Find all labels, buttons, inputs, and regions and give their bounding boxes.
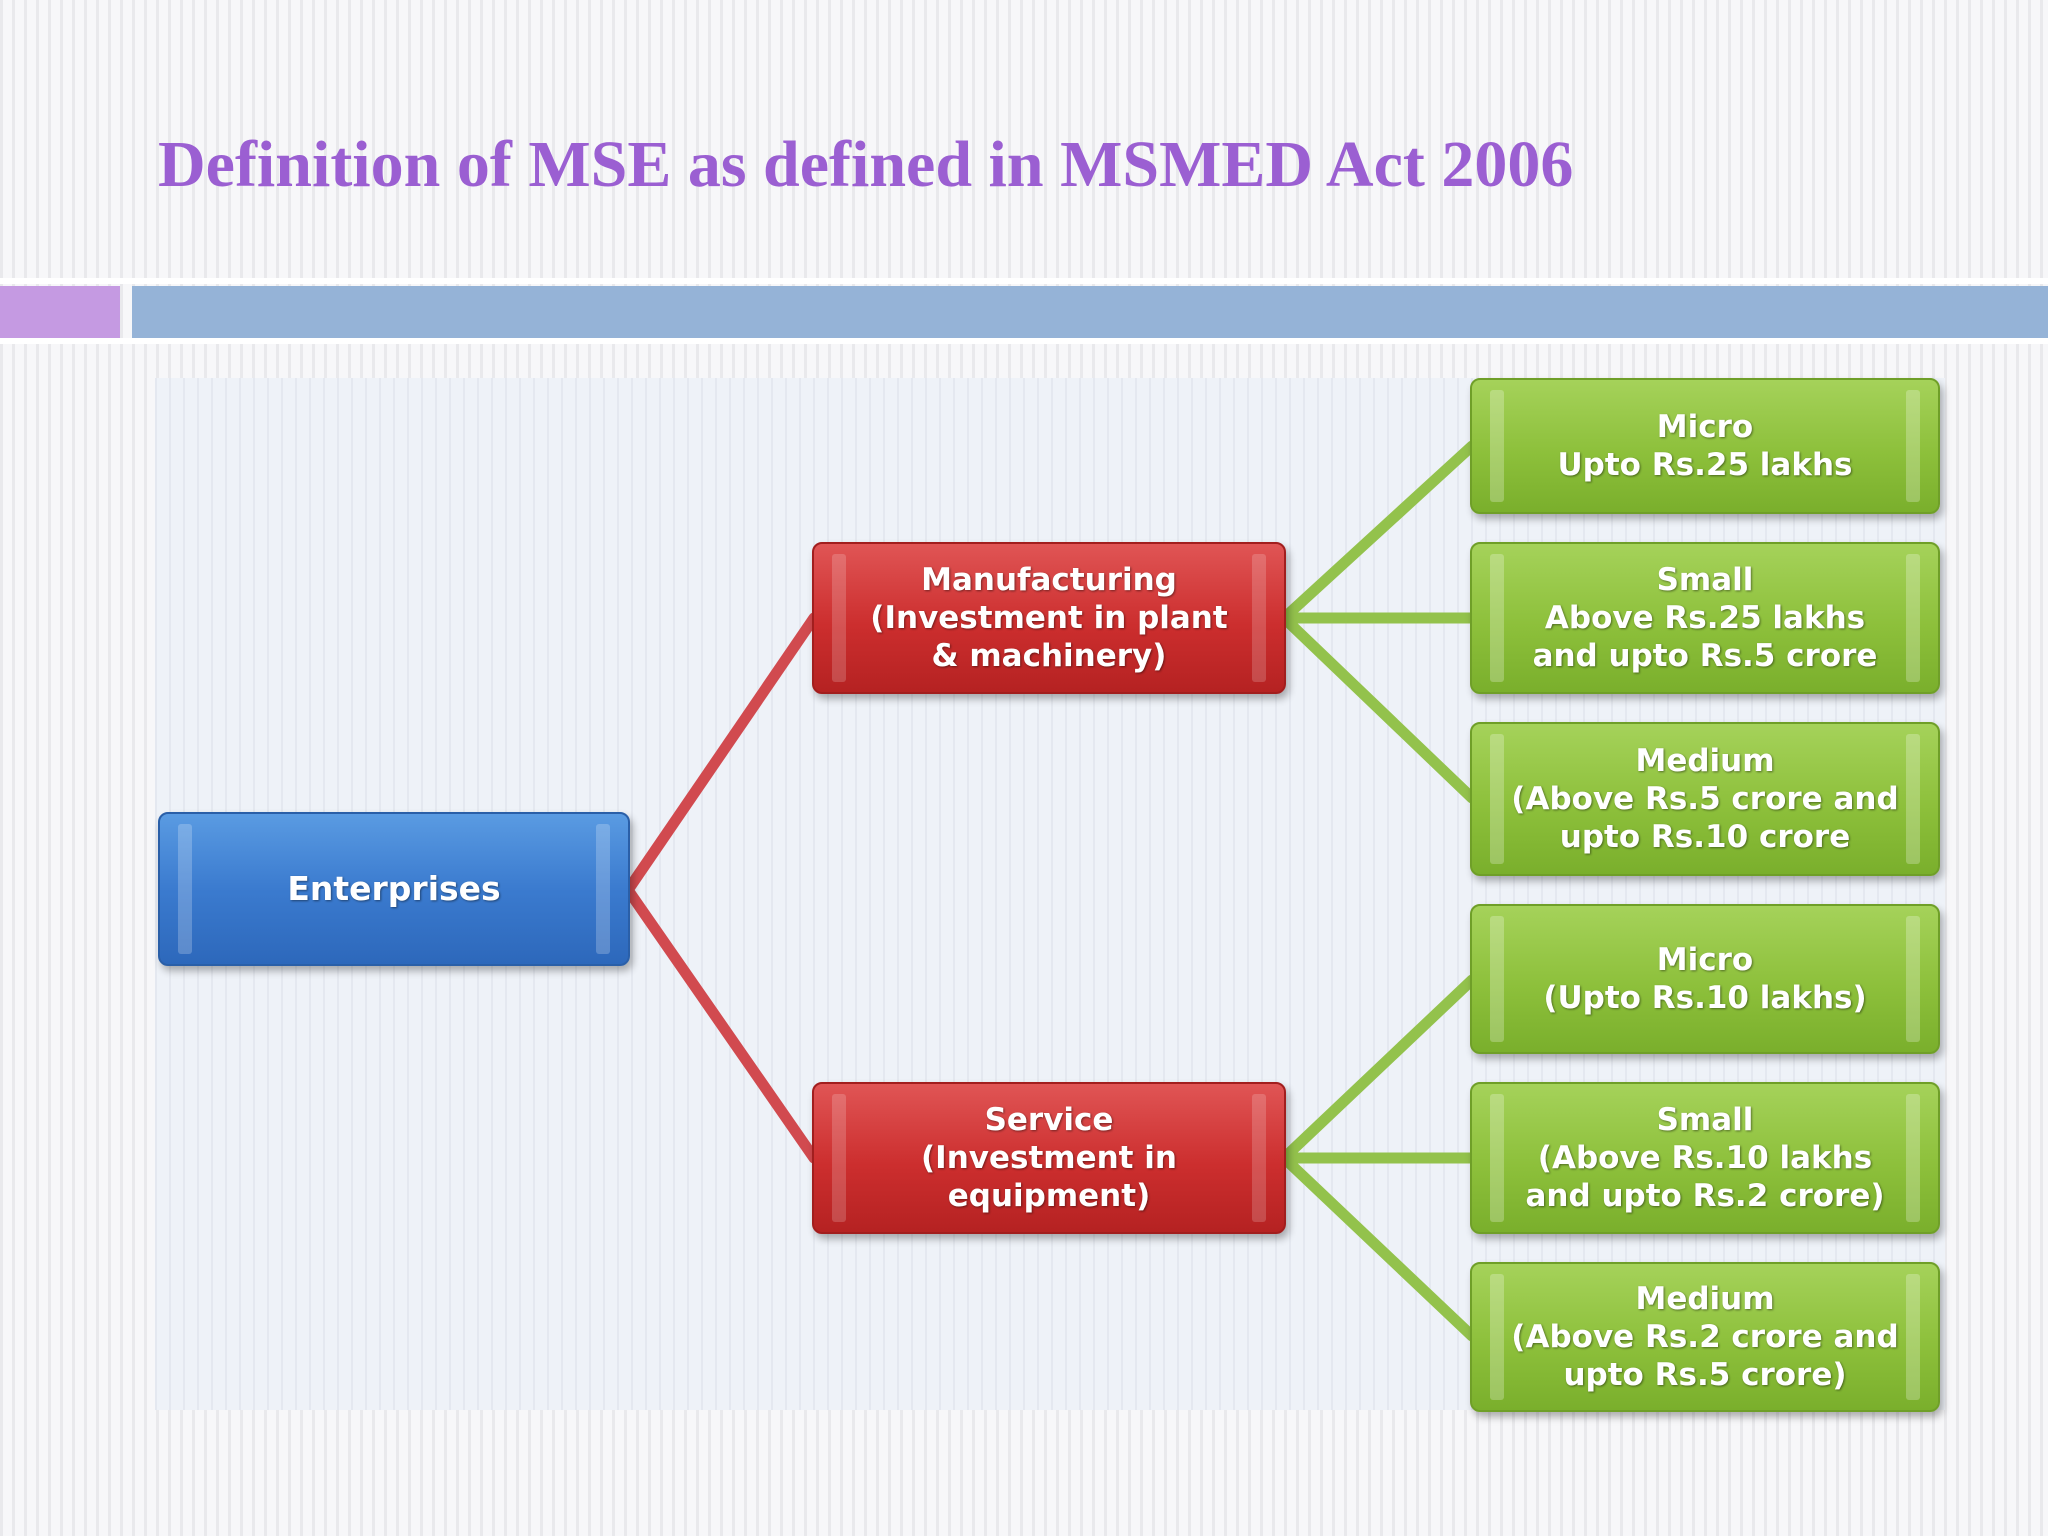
connector-enterprises-manufacturing (622, 612, 820, 896)
node-service-small-title: Small (1656, 1102, 1754, 1138)
connector-service-medium (1278, 1152, 1478, 1342)
node-manufacturing-medium-title: Medium (1635, 743, 1775, 779)
node-service-title: Service (984, 1102, 1114, 1138)
node-service-detail-1: (Investment in (921, 1140, 1177, 1176)
node-service-medium-title: Medium (1635, 1281, 1775, 1317)
node-manufacturing-title: Manufacturing (921, 562, 1177, 598)
node-manufacturing: Manufacturing (Investment in plant & mac… (812, 542, 1286, 694)
node-manufacturing-small-title: Small (1656, 562, 1754, 598)
connector-enterprises-service (622, 884, 820, 1164)
node-enterprises-label: Enterprises (287, 869, 501, 908)
connector-manufacturing-micro (1278, 440, 1478, 624)
node-service-small-detail-2: and upto Rs.2 crore) (1525, 1178, 1885, 1214)
node-manufacturing-small-detail-2: and upto Rs.5 crore (1532, 638, 1878, 674)
node-service-medium-detail-1: (Above Rs.2 crore and (1511, 1319, 1899, 1355)
node-manufacturing-micro: Micro Upto Rs.25 lakhs (1470, 378, 1940, 514)
node-service: Service (Investment in equipment) (812, 1082, 1286, 1234)
node-service-micro: Micro (Upto Rs.10 lakhs) (1470, 904, 1940, 1054)
node-manufacturing-micro-detail: Upto Rs.25 lakhs (1557, 447, 1853, 483)
node-service-micro-title: Micro (1656, 942, 1754, 978)
header-band-accent (0, 286, 120, 338)
node-service-small-detail-1: (Above Rs.10 lakhs (1537, 1140, 1873, 1176)
connector-service-micro (1278, 974, 1478, 1164)
node-service-micro-detail: (Upto Rs.10 lakhs) (1543, 980, 1867, 1016)
node-service-medium-detail-2: upto Rs.5 crore) (1563, 1357, 1847, 1393)
node-manufacturing-micro-title: Micro (1656, 409, 1754, 445)
header-band-bottom-rule (0, 338, 2048, 344)
node-manufacturing-small: Small Above Rs.25 lakhs and upto Rs.5 cr… (1470, 542, 1940, 694)
slide-title: Definition of MSE as defined in MSMED Ac… (158, 128, 1574, 201)
header-band-top-rule (0, 278, 2048, 284)
node-service-detail-2: equipment) (947, 1178, 1151, 1214)
node-service-small: Small (Above Rs.10 lakhs and upto Rs.2 c… (1470, 1082, 1940, 1234)
node-service-medium: Medium (Above Rs.2 crore and upto Rs.5 c… (1470, 1262, 1940, 1412)
connector-manufacturing-medium (1278, 612, 1478, 804)
node-manufacturing-detail-1: (Investment in plant (870, 600, 1228, 636)
node-manufacturing-medium: Medium (Above Rs.5 crore and upto Rs.10 … (1470, 722, 1940, 876)
node-enterprises: Enterprises (158, 812, 630, 966)
node-manufacturing-small-detail-1: Above Rs.25 lakhs (1544, 600, 1866, 636)
node-manufacturing-detail-2: & machinery) (931, 638, 1167, 674)
node-manufacturing-medium-detail-1: (Above Rs.5 crore and (1511, 781, 1899, 817)
node-manufacturing-medium-detail-2: upto Rs.10 crore (1559, 819, 1851, 855)
header-band (132, 286, 2048, 338)
